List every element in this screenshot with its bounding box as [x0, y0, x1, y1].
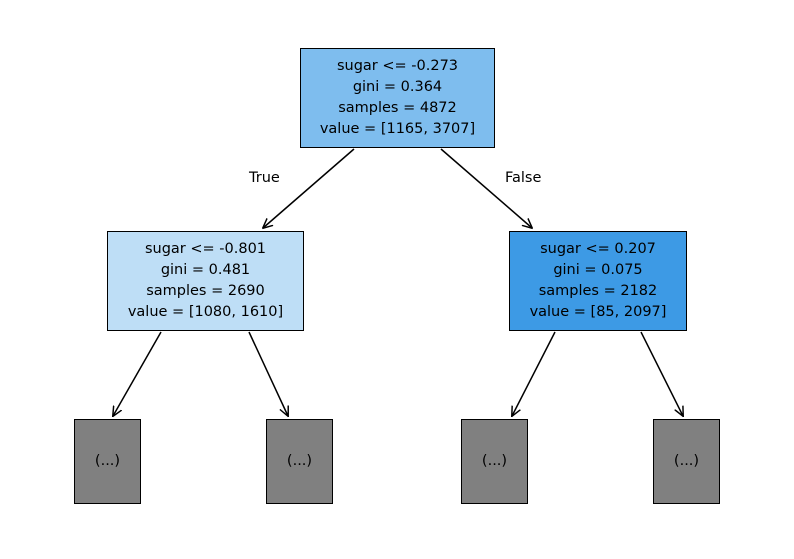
edge-right-leaf2 — [512, 331, 556, 416]
node-root-condition: sugar <= -0.273 — [336, 58, 459, 74]
node-left-condition: sugar <= -0.801 — [144, 241, 267, 257]
tree-leaf-collapsed[interactable]: (...) — [266, 419, 333, 504]
tree-node-left[interactable]: sugar <= -0.801 gini = 0.481 samples = 2… — [107, 231, 304, 331]
leaf-label: (...) — [673, 453, 700, 469]
edge-root-right — [440, 148, 532, 228]
edge-right-leaf3 — [640, 331, 683, 416]
node-root-samples: samples = 4872 — [338, 100, 457, 116]
leaf-label: (...) — [481, 453, 508, 469]
tree-leaf-collapsed[interactable]: (...) — [74, 419, 141, 504]
edge-left-leaf0 — [113, 331, 162, 416]
edge-root-left — [263, 148, 355, 228]
edge-label-false: False — [505, 170, 542, 186]
leaf-label: (...) — [286, 453, 313, 469]
node-right-samples: samples = 2182 — [538, 283, 658, 299]
edge-left-leaf1 — [248, 331, 288, 416]
leaf-label: (...) — [94, 453, 121, 469]
tree-node-root[interactable]: sugar <= -0.273 gini = 0.364 samples = 4… — [300, 48, 495, 148]
node-root-value: value = [1165, 3707] — [319, 121, 476, 137]
node-right-gini: gini = 0.075 — [553, 262, 643, 278]
node-root-gini: gini = 0.364 — [352, 79, 443, 95]
tree-leaf-collapsed[interactable]: (...) — [461, 419, 528, 504]
node-left-value: value = [1080, 1610] — [127, 304, 284, 320]
tree-leaf-collapsed[interactable]: (...) — [653, 419, 720, 504]
tree-node-right[interactable]: sugar <= 0.207 gini = 0.075 samples = 21… — [509, 231, 687, 331]
node-right-condition: sugar <= 0.207 — [540, 241, 656, 257]
node-left-gini: gini = 0.481 — [160, 262, 251, 278]
node-right-value: value = [85, 2097] — [529, 304, 667, 320]
edge-label-true: True — [249, 170, 280, 186]
node-left-samples: samples = 2690 — [146, 283, 265, 299]
